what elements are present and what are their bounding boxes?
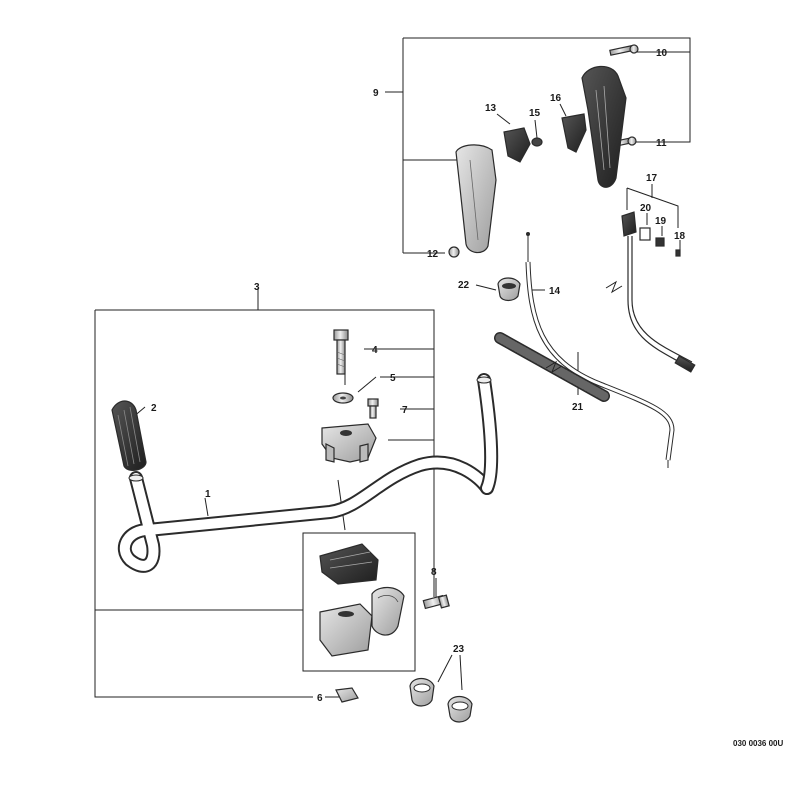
- bracket-lines: [94, 37, 691, 698]
- throttle-handle-right: [581, 65, 627, 188]
- cable-clips: [409, 677, 473, 723]
- bolt-side: [422, 594, 450, 610]
- callout-7: 7: [402, 405, 408, 416]
- clamp-kit: [319, 543, 405, 657]
- callout-18: 18: [674, 231, 686, 242]
- handle-clamp-upper: [321, 423, 377, 463]
- callout-10: 10: [656, 48, 668, 59]
- callout-15: 15: [529, 108, 541, 119]
- callout-12: 12: [427, 249, 439, 260]
- callout-22: 22: [458, 280, 470, 291]
- handle-grip: [111, 400, 147, 471]
- callout-8: 8: [431, 567, 437, 578]
- callout-13: 13: [485, 103, 497, 114]
- callout-19: 19: [655, 216, 667, 227]
- cable-clamp: [497, 277, 521, 302]
- screw-10: [609, 44, 639, 56]
- callout-23: 23: [453, 644, 465, 655]
- corrugated-tube: [494, 332, 610, 402]
- diagram-code: 030 0036 00U: [733, 739, 783, 748]
- callout-20: 20: [640, 203, 652, 214]
- callout-21: 21: [572, 402, 584, 413]
- throttle-handle-left: [455, 144, 497, 254]
- callout-16: 16: [550, 93, 562, 104]
- callout-9: 9: [373, 88, 379, 99]
- callout-1: 1: [205, 489, 211, 500]
- callout-labels: 1 2 3 4 5 6 7 8 9 10 11 12 13 14 15 16 1…: [151, 48, 686, 704]
- callout-3: 3: [254, 282, 260, 293]
- break-marks: [545, 280, 623, 374]
- loop-handle-tube: [117, 373, 499, 573]
- screw-small: [367, 398, 379, 419]
- callout-5: 5: [390, 373, 396, 384]
- nut-12: [448, 246, 460, 258]
- throttle-lock: [503, 127, 531, 163]
- bolt: [333, 329, 349, 375]
- callout-14: 14: [549, 286, 561, 297]
- callout-6: 6: [317, 693, 323, 704]
- washer: [332, 392, 354, 404]
- callout-17: 17: [646, 173, 658, 184]
- square-nut: [335, 687, 359, 703]
- stop-switch-wire: [621, 211, 696, 373]
- callout-11: 11: [656, 138, 667, 149]
- callout-4: 4: [372, 345, 378, 356]
- spring: [531, 137, 543, 147]
- callout-2: 2: [151, 403, 157, 414]
- throttle-cable: [525, 232, 675, 468]
- throttle-trigger: [561, 113, 587, 153]
